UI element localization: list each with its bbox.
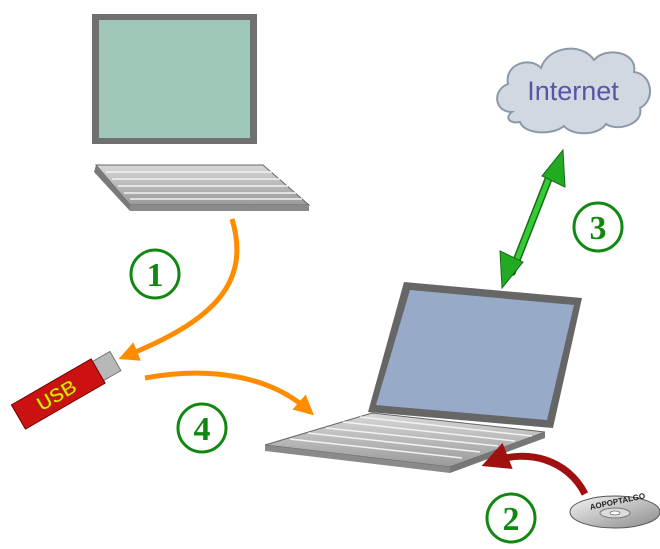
arrow-head-up [541,148,566,188]
arrow-head-down [499,250,524,290]
step-1-badge: 1 [129,248,181,300]
step-2-number: 2 [503,501,520,538]
usb-body [10,358,106,430]
new-laptop-keyboard-front [265,445,450,473]
step-4-badge: 4 [176,402,228,454]
old-laptop-icon [92,14,311,211]
internet-label: Internet [527,76,619,106]
new-laptop-screen [376,290,574,420]
old-laptop-keyboard-edge [94,165,130,211]
arrow-old-to-usb [118,218,240,361]
arrow-cd-to-new [481,442,589,496]
arrow-usb-to-new [144,370,314,416]
new-laptop-icon [264,282,582,473]
step-1-number: 1 [147,257,164,294]
step-3-badge: 3 [572,201,624,253]
usb-drive-icon: USB [10,350,122,430]
internet-cloud-icon: Internet [496,47,651,135]
cd-hole [609,510,621,516]
old-laptop-screen [99,20,250,138]
step-3-number: 3 [590,210,607,247]
cd-disc-icon: AOPOPTALGO [569,491,660,529]
step-4-number: 4 [194,411,211,448]
old-laptop-keyboard-front [130,205,309,211]
cloud-shape [496,47,651,135]
arrow-internet-network [499,148,566,290]
step-2-badge: 2 [485,492,537,544]
